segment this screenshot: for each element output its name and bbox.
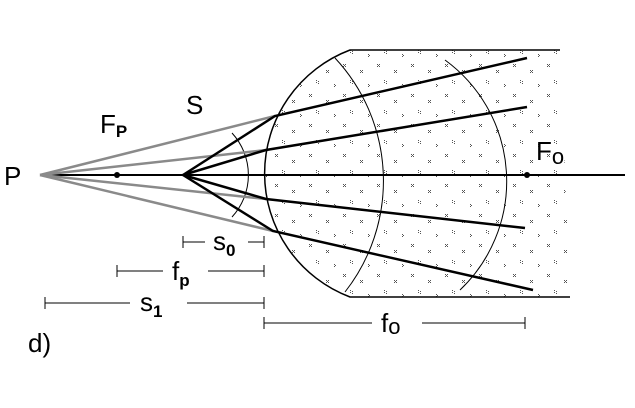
figure-label: d) [28,328,51,358]
label-fo: Fo [536,136,564,169]
wavefront-arc-1 [334,57,384,293]
refracted-rays [182,56,534,292]
label-p: P [4,161,21,191]
dimension-s0 [182,236,265,248]
label-fp: FP [100,109,127,141]
label-fp-dim: fp [172,256,190,290]
wavefront-arc-2 [444,59,508,291]
dimension-fo [263,317,526,329]
label-s1: s1 [140,287,162,321]
fo-dot [524,172,530,178]
label-s0: s0 [213,226,235,260]
dimension-s1 [44,297,265,309]
lens-body [263,49,570,298]
fp-dot [114,172,120,178]
label-s: S [186,90,203,120]
label-fo-dim: fo [381,308,400,339]
grey-rays [39,114,276,233]
dimension-fp [116,265,265,277]
